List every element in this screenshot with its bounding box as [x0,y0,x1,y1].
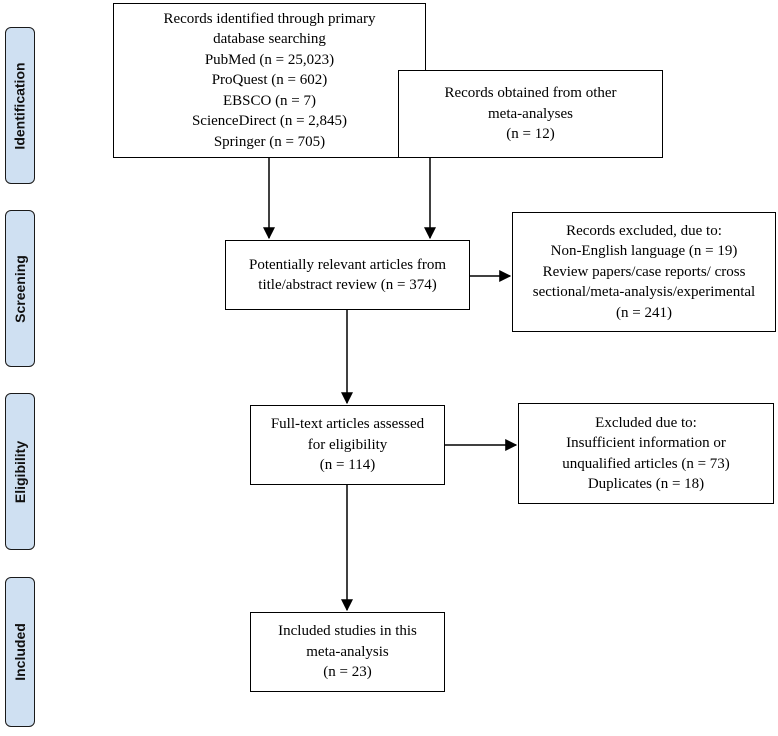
box-line: Full-text articles assessed [270,416,425,433]
box-other-meta-analyses: Records obtained from other meta-analyse… [398,70,663,158]
box-line: Included studies in this [278,623,417,640]
box-line: title/abstract review (n = 374) [258,277,437,293]
box-line: Excluded due to: [595,414,697,431]
box-line: Records excluded, due to: [566,222,722,239]
box-line: database searching [213,31,326,48]
box-line: Review papers/case reports/ cross [542,263,746,280]
box-title-abstract-review: Potentially relevant articles from title… [225,240,470,310]
box-line: PubMed (n = 25,023) [204,51,335,68]
box-line: Records identified through primary [163,10,376,27]
box-line: Springer (n = 705) [213,133,326,150]
phase-identification: Identification [5,27,35,184]
box-line: Duplicates (n = 18) [587,476,705,492]
box-line: Potentially relevant articles from [248,256,446,273]
box-records-excluded: Records excluded, due to: Non-English la… [512,212,776,332]
box-line: (n = 12) [506,126,555,143]
box-line: (n = 23) [323,664,372,681]
box-line: ScienceDirect (n = 2,845) [191,113,348,130]
box-line: sectional/meta-analysis/experimental [532,284,756,301]
box-full-text-assessed: Full-text articles assessed for eligibil… [250,405,445,485]
box-line: meta-analyses [488,105,573,122]
box-line: ProQuest (n = 602) [211,72,328,89]
box-line: Non-English language (n = 19) [550,243,738,260]
box-line: (n = 114) [319,457,376,474]
phase-eligibility: Eligibility [5,393,35,550]
box-line: unqualified articles (n = 73) [562,455,730,472]
box-line: for eligibility [307,436,388,453]
box-excluded-eligibility: Excluded due to: Insufficient informatio… [518,403,774,504]
box-primary-database-search: Records identified through primary datab… [113,3,426,158]
phase-screening: Screening [5,210,35,367]
phase-included: Included [5,577,35,727]
box-line: EBSCO (n = 7) [222,92,317,109]
box-line: (n = 241) [616,304,672,321]
box-included-studies: Included studies in this meta-analysis (… [250,612,445,692]
box-line: Records obtained from other [444,85,617,102]
box-line: Insufficient information or [566,435,726,451]
box-line: meta-analysis [306,643,389,660]
